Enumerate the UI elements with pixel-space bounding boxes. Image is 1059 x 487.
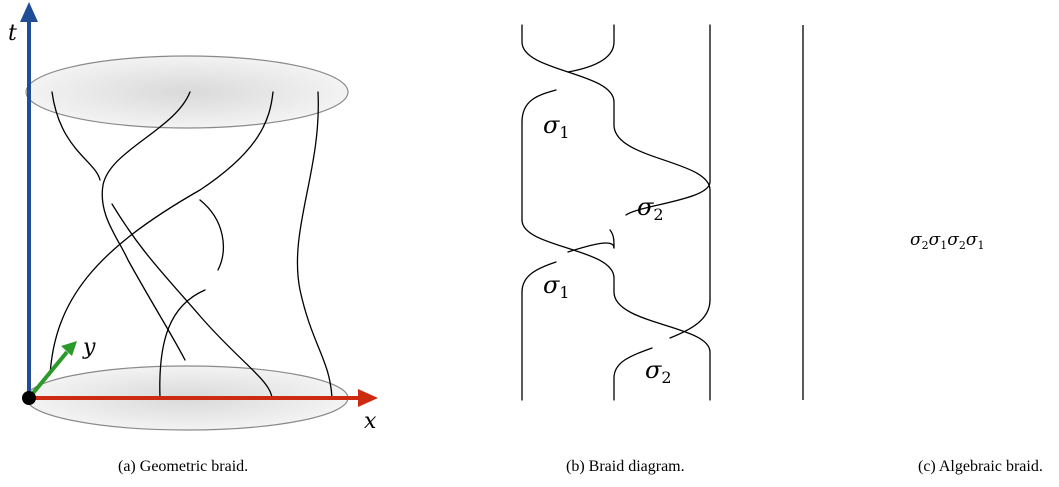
braid-diagram-panel: σ1 σ2 σ1 σ2 [521, 24, 804, 401]
sigma1-crossing-b-over [567, 242, 615, 253]
origin-point [22, 391, 36, 405]
geometric-strand-1b [111, 203, 273, 399]
t-axis-label: t [8, 21, 17, 46]
y-axis [27, 350, 69, 400]
y-axis-label: y [82, 335, 96, 360]
diagram-strand-left-top [521, 24, 711, 201]
geometric-strand-2b [49, 91, 274, 376]
sigma1-crossing-a-under [521, 89, 557, 123]
caption-braid-diagram: (b) Braid diagram. [566, 458, 685, 475]
generator-label-2: σ2 [637, 193, 664, 224]
algebraic-word: σ2σ1σ2σ1 [910, 230, 984, 252]
y-axis-arrowhead [61, 341, 77, 356]
sigma2-crossing-a-over [625, 181, 711, 216]
generator-label-1: σ1 [543, 111, 570, 142]
sigma1-crossing-a-over [567, 24, 615, 73]
x-axis-label: x [364, 409, 377, 434]
geometric-strand-2 [101, 91, 191, 361]
caption-geometric-braid: (a) Geometric braid. [118, 458, 249, 475]
geometric-braid-panel: t x y [8, 2, 378, 434]
sigma1-crossing-b-under [521, 261, 557, 293]
generator-label-3: σ1 [543, 271, 570, 302]
sigma2-crossing-b-under [613, 347, 653, 401]
top-disk [25, 55, 349, 129]
sigma2-crossing-b-over [669, 299, 711, 339]
geometric-strand-3 [199, 199, 224, 271]
algebraic-braid-panel: σ2σ1σ2σ1 [910, 230, 984, 252]
geometric-strand-3b [159, 289, 206, 399]
caption-algebraic-braid: (c) Algebraic braid. [918, 458, 1043, 475]
geometric-strand-4 [296, 91, 333, 399]
sigma1-crossing-b-main [521, 219, 711, 401]
generator-label-4: σ2 [645, 356, 672, 387]
x-axis-arrowhead [358, 389, 378, 407]
geometric-strand-1 [51, 91, 101, 181]
t-axis-arrowhead [20, 2, 38, 22]
